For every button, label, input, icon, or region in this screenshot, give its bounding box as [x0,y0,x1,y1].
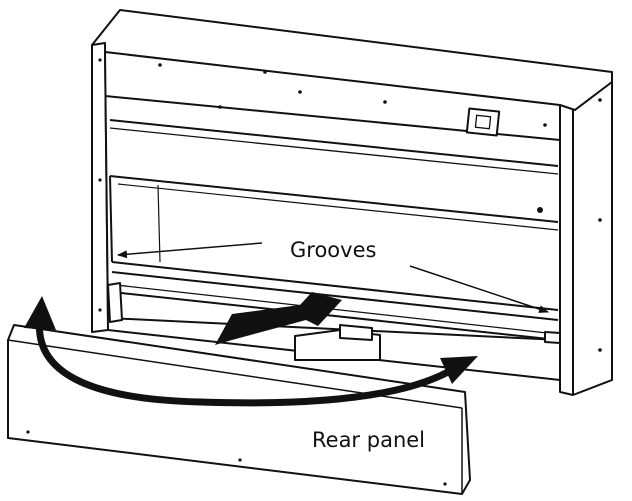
center-bracket-tab [339,324,373,341]
screw-dot [598,218,602,222]
bottom-left-bracket [107,282,123,323]
bottom-right-bracket [544,331,561,344]
rotation-arrow-arc [35,314,452,407]
middle-panel-top [109,175,559,223]
bottom-rail-groove [115,284,557,335]
rear-panel-board [7,324,471,495]
middle-panel-inner [117,183,559,231]
groove-arrow-left [117,242,263,259]
screw-dot [537,207,543,213]
bottom-rail-base [111,291,559,341]
screw-dot [543,123,547,127]
rotation-arrow-head-start [24,296,56,330]
screw-dot [98,308,102,312]
rear-panel-dots [26,430,447,486]
screw-dot [98,178,102,182]
screw-dot [218,105,222,109]
screw-dot [26,430,30,434]
bottom-rail-mid [111,271,559,321]
screw-dot [158,63,162,67]
screw-dot [98,58,102,62]
top-rail-lower [109,119,559,167]
screw-dot [598,98,602,102]
screw-dot [383,100,387,104]
screw-dot [443,482,447,486]
screw-dot [263,70,267,74]
screw-dot [238,458,242,462]
grooves-label: Grooves [290,238,377,262]
screw-dot [598,348,602,352]
groove-arrow-right [409,265,549,313]
screw-dot [298,90,302,94]
connector-port [474,114,492,130]
rear-panel-label: Rear panel [312,428,426,452]
right-side-panel [559,81,613,396]
rotation-arrow [24,296,478,407]
rotation-arrow-head-end [440,356,478,384]
bottom-rail-top [111,261,559,311]
rear-panel [7,324,471,495]
screw-dots [98,58,602,352]
middle-panel-left-edge [109,175,113,263]
piano-body [91,9,613,396]
rear-panel-top-edge [7,339,463,409]
top-rail-shelf [109,127,559,175]
middle-panel-left-inner [157,184,161,263]
push-arrow [215,292,342,345]
